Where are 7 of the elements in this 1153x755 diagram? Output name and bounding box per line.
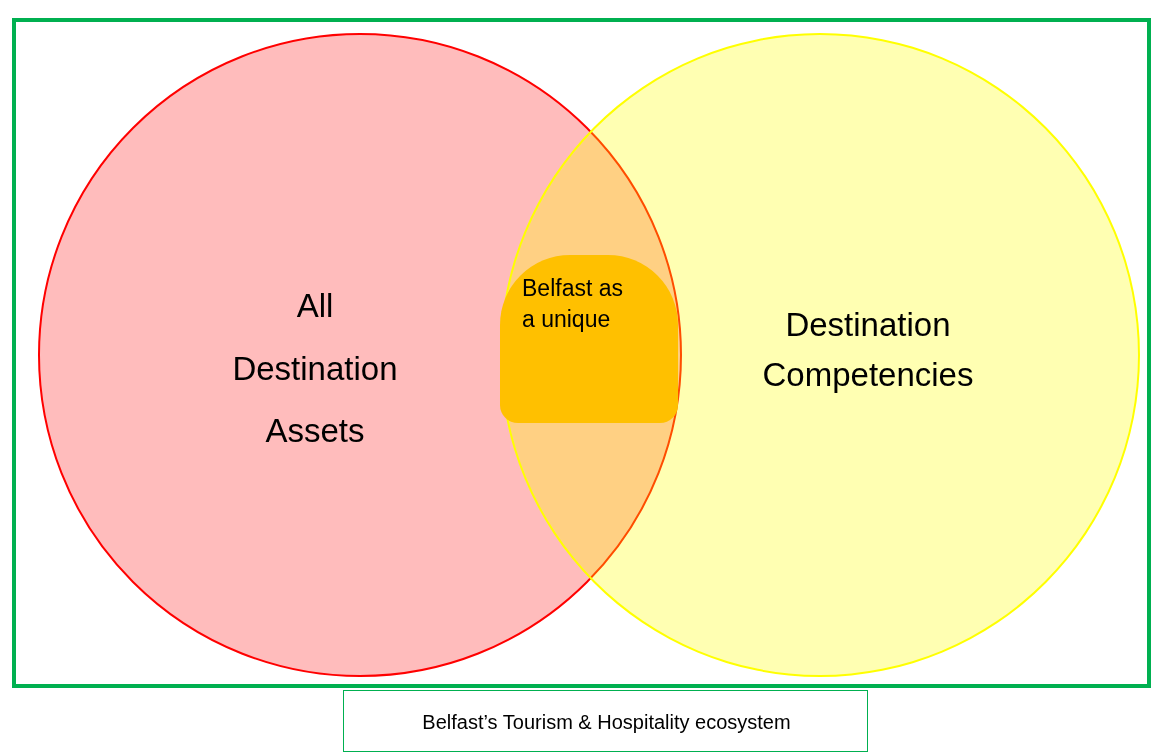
frame-box: [12, 18, 1151, 688]
circle-label: Belfast as a unique: [522, 274, 624, 335]
overlap-highlight: [500, 255, 678, 423]
caption-text: Belfast’s Tourism & Hospitality ecosystem: [421, 710, 792, 734]
circle-label: Destination Competencies: [761, 305, 975, 395]
circle-label: All Destination Assets: [231, 286, 399, 452]
caption-box: [343, 690, 868, 752]
